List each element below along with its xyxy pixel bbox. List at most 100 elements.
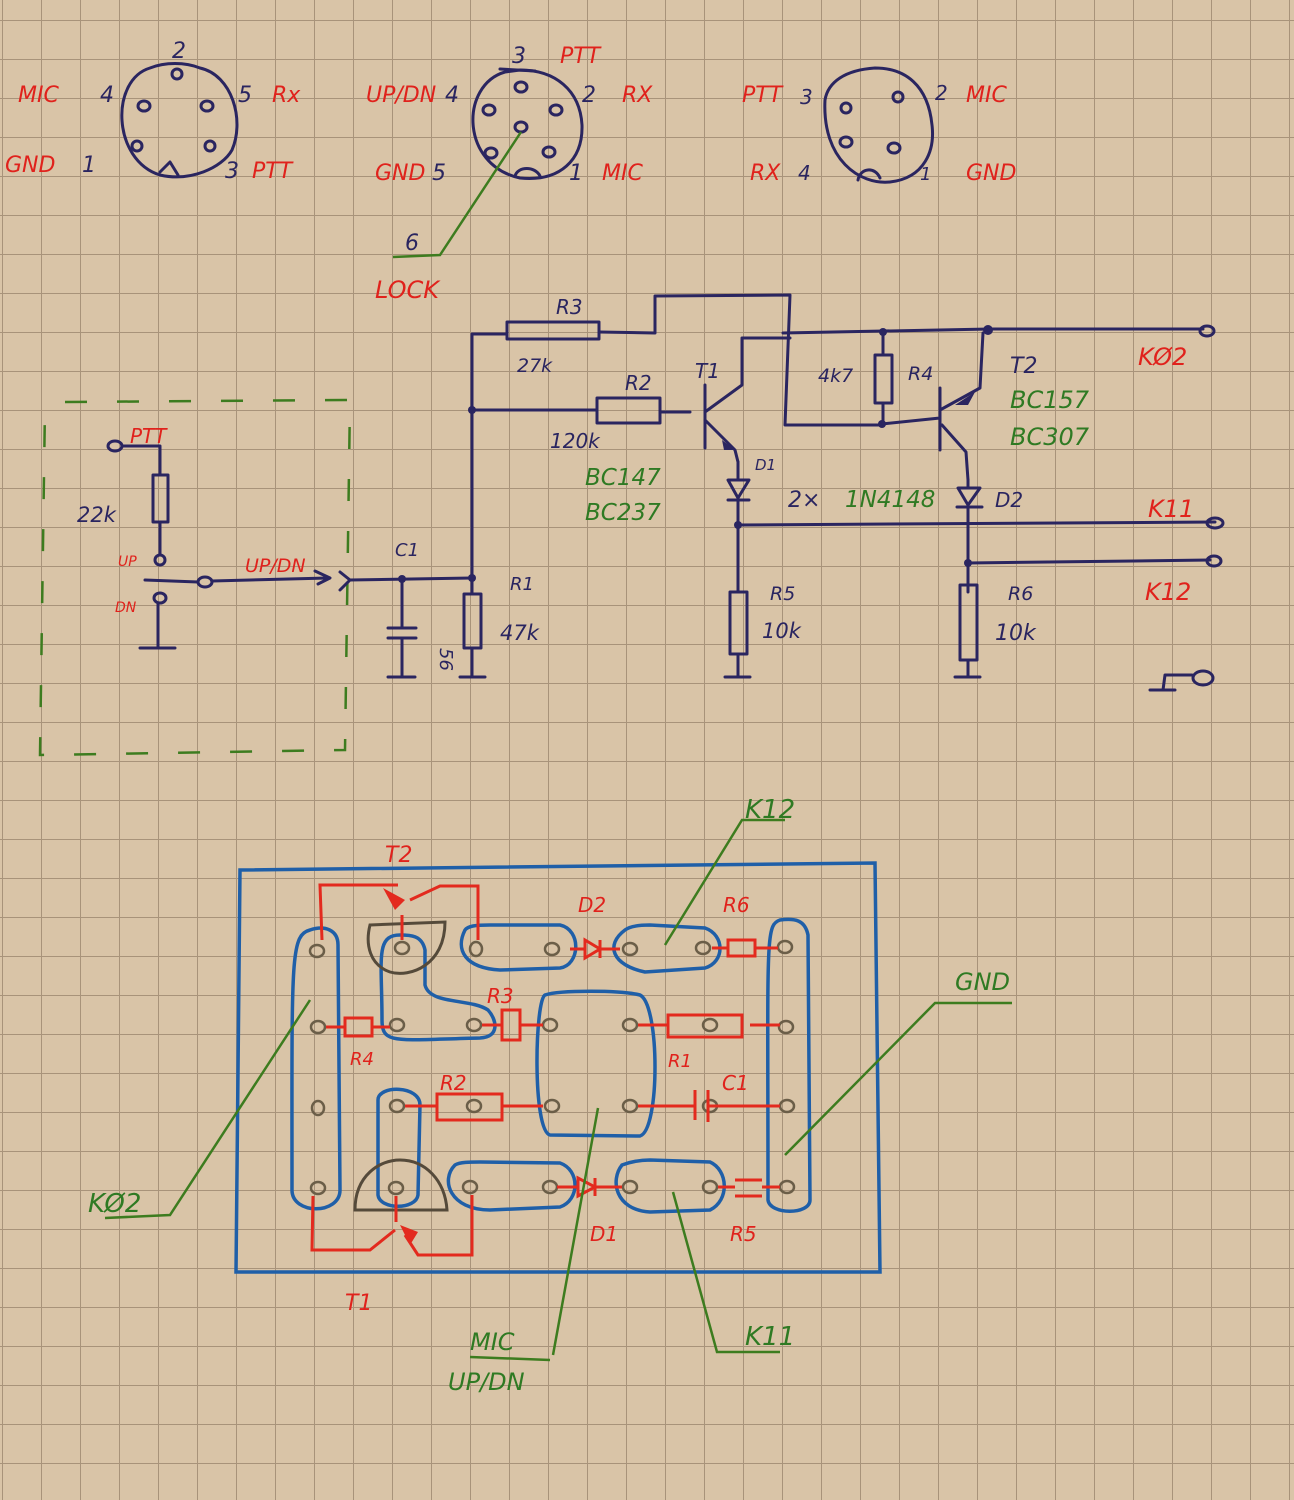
connector-1-key (158, 160, 180, 177)
pin-hole (541, 145, 557, 159)
pin-number: 4 (445, 83, 459, 108)
switch-pivot (196, 575, 214, 589)
pin-number: 4 (798, 161, 811, 185)
pad (388, 1017, 406, 1033)
pad-island-t2 (379, 933, 497, 1042)
r-value-label: 22k (77, 503, 117, 527)
pin-hole (839, 101, 853, 115)
r6-label: R6 (1008, 583, 1033, 605)
up-label: UP (118, 554, 137, 570)
pcb-r4-label: R4 (350, 1049, 374, 1070)
ptt-label: PTT (130, 424, 168, 448)
transistor-t2 (880, 331, 985, 482)
k11-callout: K11 (745, 1322, 795, 1352)
dn-terminal (152, 591, 168, 605)
wire (470, 332, 509, 580)
pin-label: GND (966, 161, 1016, 186)
pad (310, 1099, 326, 1117)
pcb-r5-label: R5 (730, 1222, 757, 1246)
pad (778, 1179, 796, 1195)
k02-callout-line (104, 999, 312, 1220)
connector-3-outline (823, 66, 934, 184)
r3-label: R3 (556, 295, 583, 319)
pad (387, 1180, 405, 1196)
pcb-diode-d2 (570, 937, 620, 961)
pcb-r1-label: R1 (668, 1051, 692, 1072)
pcb-r6-label: R6 (723, 893, 750, 917)
r6-value: 10k (995, 621, 1037, 646)
diodes-count: 2× (788, 488, 820, 513)
wire (458, 576, 487, 679)
k11-terminal (1205, 516, 1225, 530)
pcb-resistor-r5 (718, 1178, 780, 1198)
pin-hole (481, 103, 497, 117)
pin-number: 3 (225, 159, 239, 184)
pad (701, 1017, 719, 1033)
connector-2-outline (471, 68, 584, 180)
pin-label: MIC (966, 83, 1007, 108)
resistor-r4 (873, 353, 894, 405)
r2-label: R2 (625, 371, 652, 395)
pad-island-gnd (766, 917, 812, 1213)
pcb-resistor-r4 (326, 1016, 390, 1038)
pad (309, 1180, 327, 1196)
k02-terminal (1198, 324, 1216, 338)
pin-label: PTT (742, 83, 784, 108)
pin-number: 5 (432, 161, 446, 186)
r5-value: 10k (762, 619, 802, 643)
t1-label: T1 (695, 359, 720, 383)
switch-arm (143, 578, 200, 584)
pin-hole (130, 139, 144, 153)
mic-callout: MIC (470, 1328, 515, 1356)
pad (468, 940, 484, 958)
connector-2-tab (498, 67, 537, 73)
ground-terminal (1191, 669, 1215, 687)
pin-hole (891, 90, 905, 104)
r1-value: 47k (500, 621, 540, 645)
connector-2-key (513, 167, 542, 178)
k11-label: K11 (1148, 495, 1194, 523)
k02-label: KØ2 (1138, 343, 1187, 371)
up-terminal (153, 553, 167, 567)
pad (701, 1179, 719, 1195)
c1-value: 56 (435, 648, 456, 671)
k02-wire (781, 327, 1205, 335)
mic-box-outline (38, 398, 352, 757)
pin-hole (513, 120, 529, 134)
pcb-layout: T2 D2 R6 R3 R4 R1 C1 R2 D1 R5 T1 K12 GND… (88, 795, 1012, 1396)
pad (388, 1098, 406, 1114)
pin-label: RX (622, 83, 653, 108)
wire (597, 293, 882, 427)
pin-number: 1 (569, 161, 583, 186)
connector-1: 2 MIC 4 5 Rx GND 1 3 PTT (5, 39, 301, 184)
pin-hole (483, 146, 499, 160)
k12-wire (966, 558, 1212, 565)
pin-hole (513, 80, 529, 94)
r2-value: 120k (550, 429, 601, 453)
pad (776, 939, 794, 955)
pcb-resistor-r6 (712, 938, 778, 958)
r5-label: R5 (770, 583, 795, 605)
t1-body (353, 1158, 449, 1212)
pin-number: 1 (82, 153, 96, 178)
pcb-outline (234, 861, 882, 1274)
connector-3: PTT 3 2 MIC RX 4 1 GND (742, 66, 1016, 186)
pad (778, 1098, 796, 1114)
pcb-c1-label: C1 (722, 1071, 749, 1095)
pin-label: UP/DN (366, 83, 436, 108)
pad-island-k12 (612, 923, 722, 974)
t1-type-2: BC237 (585, 500, 661, 526)
pin-number: 2 (935, 81, 948, 105)
pin-hole (136, 99, 152, 113)
wire (348, 576, 474, 582)
t1-type-1: BC147 (585, 465, 661, 491)
pad (393, 940, 411, 956)
pad-island (446, 1160, 577, 1212)
pin-label: RX (750, 161, 781, 186)
wire (120, 444, 162, 477)
pcb-capacitor-c1 (638, 1090, 780, 1122)
pin-number: 5 (238, 83, 252, 108)
pad (543, 1098, 561, 1114)
k11-wire (736, 520, 1217, 527)
